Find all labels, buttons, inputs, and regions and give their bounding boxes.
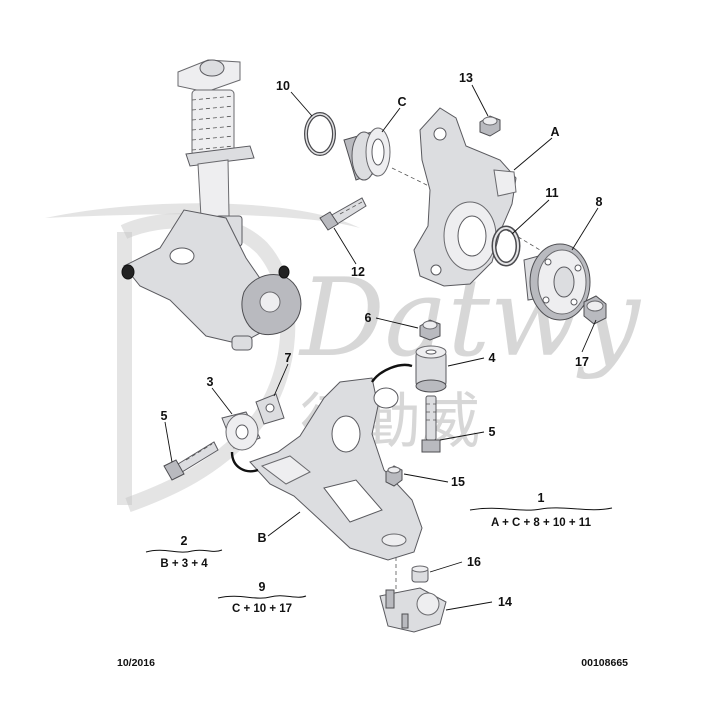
leader-lines <box>164 84 599 611</box>
callout-c: C <box>397 95 406 109</box>
callout-10: 10 <box>276 79 290 93</box>
watermark-swoosh <box>45 203 360 228</box>
callout-8: 8 <box>596 195 603 209</box>
part-10-circlip <box>304 112 336 156</box>
callout-4: 4 <box>489 351 496 365</box>
callout-11: 11 <box>545 186 558 200</box>
footer-date: 10/2016 <box>117 657 155 669</box>
part-12-bolt <box>319 197 367 231</box>
part-5-bolt-vertical <box>421 395 441 453</box>
kit-2: 2 B + 3 + 4 <box>145 534 223 570</box>
kit-1-composition: A + C + 8 + 10 + 11 <box>491 517 592 529</box>
kit-9: 9 C + 10 + 17 <box>217 580 307 615</box>
kit-9-composition: C + 10 + 17 <box>232 603 292 615</box>
strut-top-bushing <box>199 59 225 77</box>
callout-14: 14 <box>498 595 512 609</box>
bushing-arc-front <box>230 451 259 473</box>
callout-a: A <box>550 125 559 139</box>
callout-b: B <box>257 531 266 545</box>
callout-5-left: 5 <box>161 409 168 423</box>
part-13-nut <box>479 115 501 137</box>
part-16-boot <box>411 565 429 583</box>
callout-5-right: 5 <box>489 425 496 439</box>
kit-2-composition: B + 3 + 4 <box>160 558 208 570</box>
kit-1-number: 1 <box>538 491 545 505</box>
strut-assembly-illustration <box>121 59 302 351</box>
bushing-arc-rear <box>371 363 413 383</box>
part-6-nut <box>419 319 441 341</box>
part-17-hub-nut <box>583 295 607 325</box>
assembled-arm-bushing <box>121 264 135 280</box>
assembled-ball-joint <box>231 335 253 351</box>
part-8-wheel-hub <box>523 243 591 321</box>
part-b-lower-control-arm <box>249 377 423 561</box>
kit-9-number: 9 <box>259 580 266 594</box>
callout-15: 15 <box>451 475 465 489</box>
callout-17: 17 <box>575 355 589 369</box>
callout-3: 3 <box>207 375 214 389</box>
part-14-ball-joint <box>379 587 447 633</box>
kit-2-divider <box>145 549 223 553</box>
watermark-d-stem <box>117 232 132 505</box>
part-5-bolt-diagonal <box>163 441 219 481</box>
kit-1-divider <box>469 507 613 511</box>
kit-1: 1 A + C + 8 + 10 + 11 <box>469 491 613 529</box>
part-4-rear-bushing <box>415 345 447 393</box>
callout-labels: 10 C 13 A 11 8 12 6 4 5 17 7 3 5 15 B 16… <box>161 71 603 609</box>
part-7-bracket <box>255 393 285 425</box>
kit-9-divider <box>217 595 307 599</box>
part-3-front-bushing <box>221 411 261 451</box>
kit-2-number: 2 <box>181 534 188 548</box>
callout-13: 13 <box>459 71 473 85</box>
callout-7: 7 <box>285 351 292 365</box>
callout-12: 12 <box>351 265 365 279</box>
spring-lower-seat <box>185 145 255 167</box>
part-c-wheel-bearing <box>343 127 391 181</box>
part-15-nut <box>385 465 403 487</box>
callout-16: 16 <box>467 555 481 569</box>
part-a-steering-knuckle <box>413 107 517 287</box>
part-11-ring <box>491 225 521 267</box>
coil-spring <box>191 89 235 157</box>
footer-reference: 00108665 <box>581 657 628 669</box>
callout-6: 6 <box>365 311 372 325</box>
